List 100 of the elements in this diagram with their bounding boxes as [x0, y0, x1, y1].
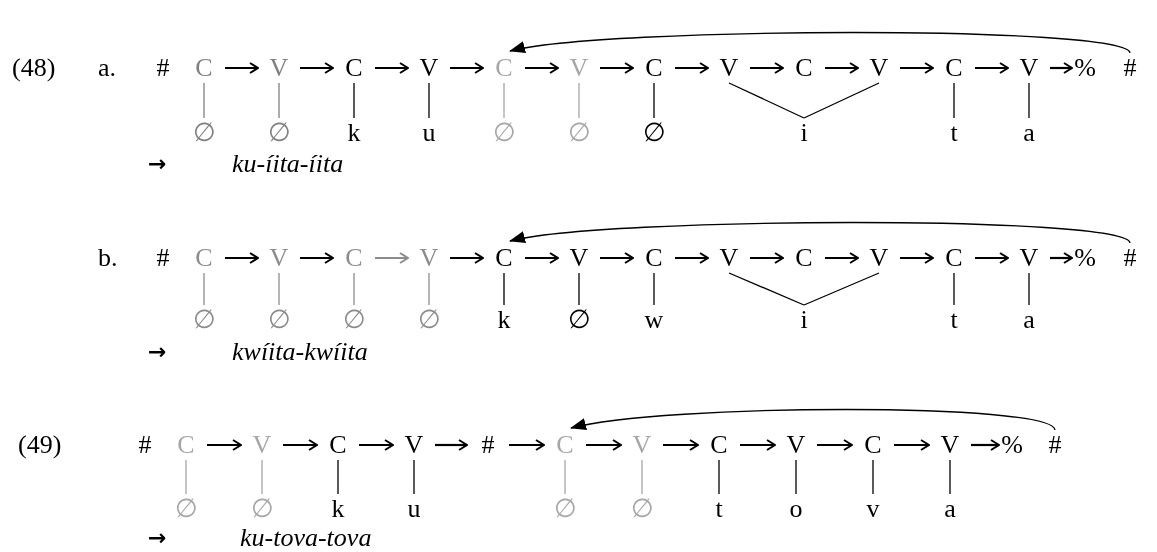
arrow — [600, 62, 634, 74]
arrow — [525, 252, 559, 264]
skeleton-symbol: C — [933, 243, 975, 273]
derivation-arrow: → — [148, 150, 167, 178]
arrow — [900, 252, 934, 264]
association-line — [872, 459, 874, 495]
arrow — [525, 62, 559, 74]
melody-symbol: t — [698, 494, 740, 524]
association-line — [728, 272, 805, 306]
skeleton-symbol: # — [150, 243, 176, 273]
example-number: (49) — [18, 430, 62, 460]
arrow — [1050, 252, 1073, 264]
association-line — [503, 272, 505, 306]
arrow — [675, 252, 709, 264]
association-line — [953, 272, 955, 306]
arrow — [225, 252, 259, 264]
melody-symbol: i — [783, 305, 825, 335]
association-line — [949, 459, 951, 495]
melody-symbol: ∅ — [258, 118, 300, 148]
skeleton-symbol: C — [783, 53, 825, 83]
arrow — [900, 62, 934, 74]
arrow — [750, 252, 784, 264]
skeleton-symbol: C — [483, 53, 525, 83]
arrow — [509, 439, 545, 451]
melody-symbol: k — [483, 305, 525, 335]
skeleton-symbol: V — [1008, 243, 1050, 273]
arrow — [300, 252, 334, 264]
arrow — [975, 252, 1009, 264]
skeleton-symbol: V — [621, 430, 663, 460]
arrow — [450, 62, 484, 74]
arrow — [825, 62, 859, 74]
association-line — [278, 82, 280, 119]
derivation-arrow: → — [148, 338, 167, 366]
association-line — [428, 272, 430, 306]
melody-symbol: a — [1008, 305, 1050, 335]
association-line — [185, 459, 187, 495]
output-form: ku-íita-íita — [232, 149, 344, 179]
melody-symbol: u — [408, 118, 450, 148]
arrow — [600, 252, 634, 264]
association-line — [953, 82, 955, 119]
skeleton-symbol: V — [708, 53, 750, 83]
association-line — [203, 272, 205, 306]
skeleton-symbol: V — [408, 53, 450, 83]
skeleton-symbol: C — [317, 430, 359, 460]
skeleton-symbol: C — [633, 243, 675, 273]
melody-symbol: t — [933, 305, 975, 335]
skeleton-symbol: V — [708, 243, 750, 273]
melody-symbol: ∅ — [483, 118, 525, 148]
arrow — [359, 439, 394, 451]
association-line — [428, 82, 430, 119]
association-line — [203, 82, 205, 119]
association-line — [803, 82, 880, 119]
association-line — [337, 459, 339, 495]
arrow — [975, 62, 1009, 74]
melody-symbol: k — [317, 494, 359, 524]
skeleton-symbol: # — [1042, 430, 1068, 460]
association-line — [578, 272, 580, 306]
arrow — [225, 62, 259, 74]
skeleton-symbol: V — [393, 430, 435, 460]
melody-symbol: ∅ — [408, 305, 450, 335]
melody-symbol: ∅ — [621, 494, 663, 524]
melody-symbol: ∅ — [333, 305, 375, 335]
skeleton-symbol: C — [165, 430, 207, 460]
arrow — [450, 252, 484, 264]
skeleton-symbol: V — [858, 53, 900, 83]
arrow — [894, 439, 930, 451]
association-line — [578, 82, 580, 119]
skeleton-symbol: C — [183, 243, 225, 273]
melody-symbol: ∅ — [544, 494, 586, 524]
melody-symbol: ∅ — [558, 305, 600, 335]
association-line — [503, 82, 505, 119]
arrow — [586, 439, 622, 451]
arrow — [207, 439, 242, 451]
melody-symbol: ∅ — [633, 118, 675, 148]
melody-symbol: ∅ — [258, 305, 300, 335]
skeleton-symbol: % — [1072, 53, 1098, 83]
arrow — [817, 439, 853, 451]
association-line — [413, 459, 415, 495]
melody-symbol: u — [393, 494, 435, 524]
skeleton-symbol: V — [929, 430, 971, 460]
association-line — [803, 272, 880, 306]
skeleton-symbol: # — [150, 53, 176, 83]
sub-example-letter: b. — [98, 243, 118, 273]
skeleton-symbol: V — [775, 430, 817, 460]
melody-symbol: a — [1008, 118, 1050, 148]
melody-symbol: ∅ — [183, 305, 225, 335]
skeleton-symbol: V — [408, 243, 450, 273]
melody-symbol: ∅ — [558, 118, 600, 148]
skeleton-symbol: V — [258, 53, 300, 83]
output-form: kwíita-kwíita — [232, 337, 368, 367]
skeleton-symbol: % — [999, 430, 1025, 460]
melody-symbol: ∅ — [241, 494, 283, 524]
arrow — [750, 62, 784, 74]
association-line — [718, 459, 720, 495]
arrow — [971, 439, 1000, 451]
association-line — [1028, 272, 1030, 306]
skeleton-symbol: # — [1117, 53, 1143, 83]
skeleton-symbol: V — [258, 243, 300, 273]
melody-symbol: w — [633, 305, 675, 335]
skeleton-symbol: C — [483, 243, 525, 273]
